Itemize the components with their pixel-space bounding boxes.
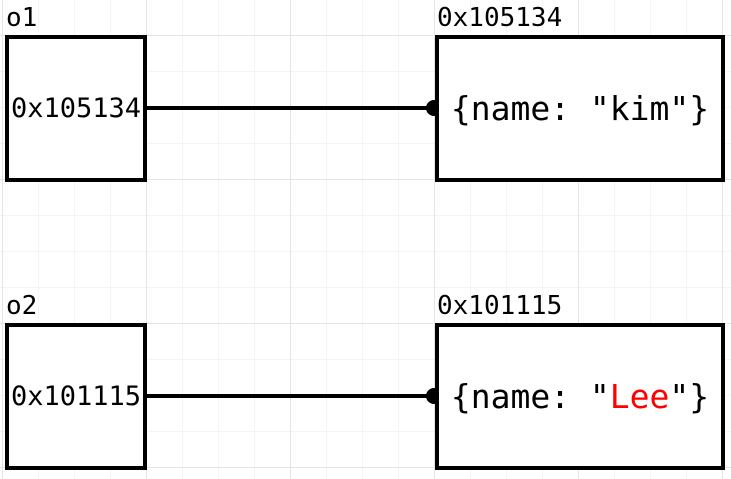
object-literal-prefix: {name: "	[450, 89, 610, 128]
object-literal-suffix: "}	[669, 89, 710, 128]
object-literal-prefix: {name: "	[450, 377, 610, 416]
object-address-label: 0x105134	[437, 3, 563, 33]
variable-box: 0x105134	[5, 35, 147, 182]
pointer-line	[147, 106, 434, 110]
object-literal-text: {name: "Lee"}	[451, 377, 709, 416]
variable-name-label: o1	[6, 3, 38, 33]
object-address-label: 0x101115	[437, 291, 563, 321]
pointer-address-value: 0x105134	[10, 93, 142, 124]
object-name-value: Lee	[609, 377, 670, 416]
pointer-address-value: 0x101115	[10, 381, 142, 412]
object-box: {name: "Lee"}	[435, 323, 725, 470]
variable-box: 0x101115	[5, 323, 147, 470]
object-literal-text: {name: "kim"}	[451, 89, 709, 128]
variable-name-label: o2	[6, 291, 38, 321]
pointer-line	[147, 394, 434, 398]
object-name-value: kim	[609, 89, 670, 128]
object-literal-suffix: "}	[669, 377, 710, 416]
object-box: {name: "kim"}	[435, 35, 725, 182]
